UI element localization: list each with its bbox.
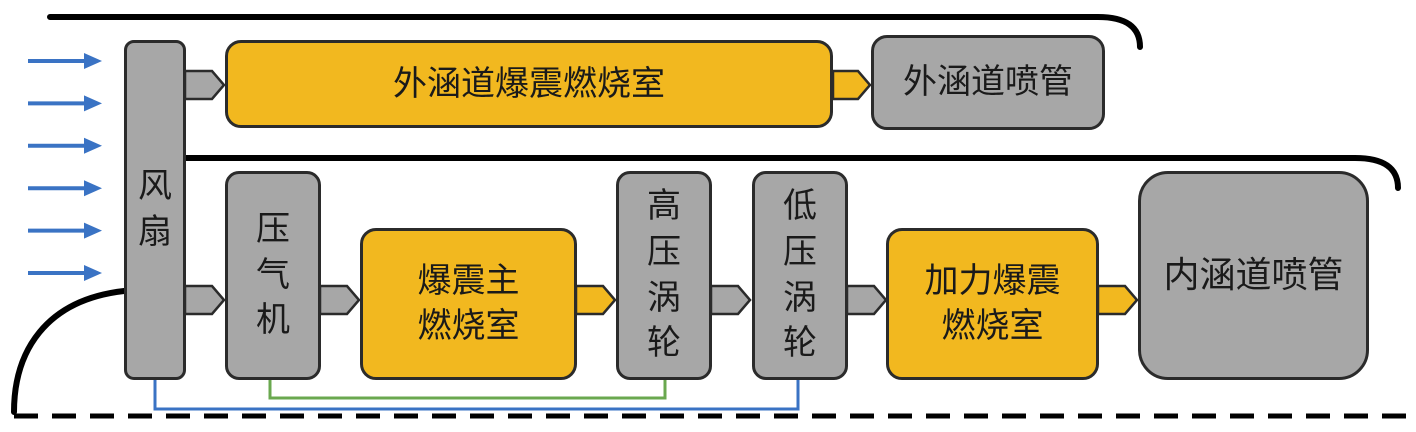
fan-block: 风 扇 — [124, 40, 186, 380]
afterburner-label: 加力爆震 燃烧室 — [924, 261, 1061, 346]
main-combustor-label: 爆震主 燃烧室 — [417, 261, 520, 346]
compressor-label: 压 气 机 — [256, 208, 290, 341]
inflow-arrows — [28, 53, 102, 281]
low-pressure-shaft-line — [153, 380, 800, 411]
inflow-arrow-head — [84, 265, 102, 281]
hp-turbine-block: 高 压 涡 轮 — [616, 171, 712, 380]
inflow-arrow-head — [84, 95, 102, 112]
connector-arrow-afterburner-nozzle — [1096, 284, 1139, 316]
connector-arrow-fan-bypass — [183, 69, 226, 101]
inflow-arrow-head — [84, 53, 102, 69]
inflow-arrow-head — [84, 180, 102, 197]
lp-turbine-label: 低 压 涡 轮 — [783, 185, 817, 364]
hp-turbine-label: 高 压 涡 轮 — [647, 185, 681, 364]
afterburner-block: 加力爆震 燃烧室 — [886, 228, 1099, 380]
core-casing-line — [183, 155, 1401, 191]
lp-turbine-block: 低 压 涡 轮 — [752, 171, 848, 380]
inflow-arrow-head — [84, 222, 102, 239]
bypass-nozzle-block: 外涵道喷管 — [871, 35, 1105, 130]
inlet-cone-line — [11, 288, 127, 415]
connector-arrow-compressor-combustor — [318, 284, 361, 316]
core-nozzle-label: 内涵道喷管 — [1163, 254, 1344, 296]
inflow-arrow-head — [84, 137, 102, 154]
fan-label: 风 扇 — [138, 166, 172, 252]
bypass-combustor-label: 外涵道爆震燃烧室 — [393, 63, 665, 104]
bypass-combustor-block: 外涵道爆震燃烧室 — [225, 40, 833, 128]
compressor-block: 压 气 机 — [225, 171, 321, 380]
connector-arrow-fan-compressor — [183, 284, 226, 316]
connector-arrow-lpt-afterburner — [845, 284, 888, 316]
bypass-nozzle-label: 外涵道喷管 — [903, 62, 1073, 103]
connector-arrow-bypass-nozzle — [831, 69, 872, 101]
high-pressure-shaft-line — [268, 380, 667, 400]
outer-casing-line — [47, 14, 1143, 50]
main-combustor-block: 爆震主 燃烧室 — [360, 228, 577, 380]
connector-arrow-combustor-hpt — [574, 284, 617, 316]
connector-arrow-hpt-lpt — [709, 284, 752, 316]
core-nozzle-block: 内涵道喷管 — [1138, 171, 1369, 380]
